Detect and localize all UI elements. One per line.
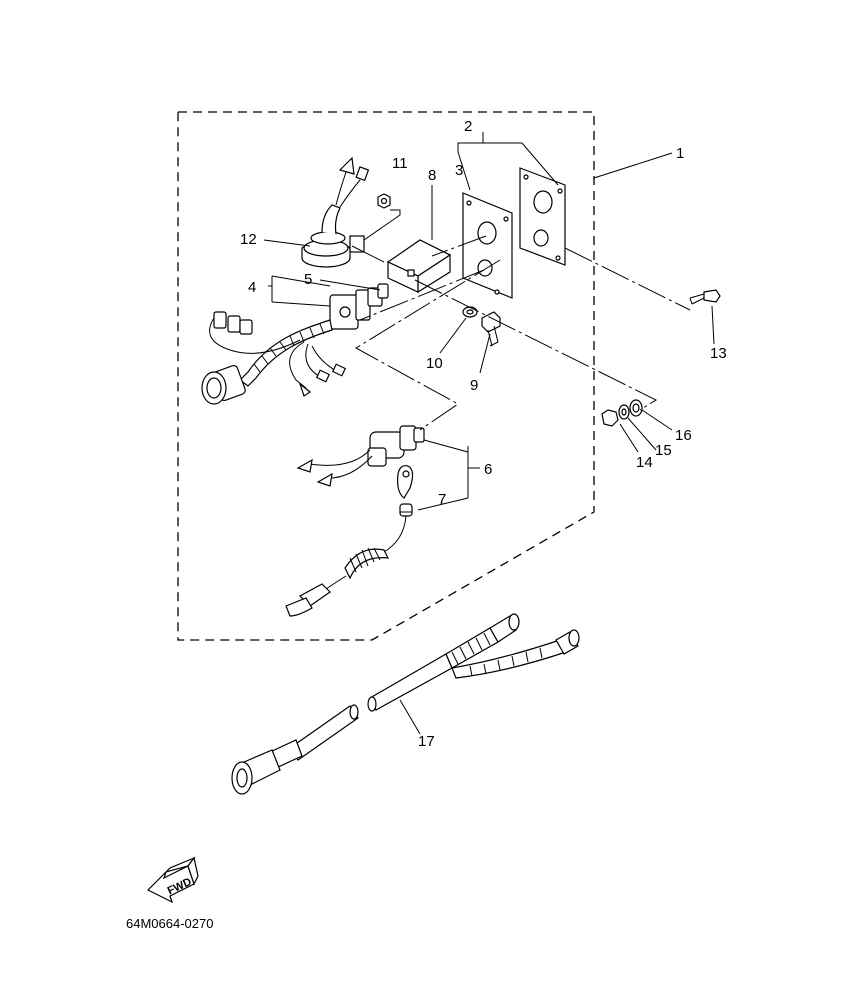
nut-11 — [377, 193, 391, 209]
label-8: 8 — [428, 167, 436, 184]
label-13: 13 — [710, 345, 727, 362]
grommet-12 — [301, 156, 370, 268]
label-4: 4 — [248, 279, 256, 296]
label-10: 10 — [426, 355, 443, 372]
bolt-9 — [481, 311, 501, 347]
bracket-8 — [386, 239, 452, 294]
label-9: 9 — [470, 377, 478, 394]
main-switch-harness-4 — [201, 283, 389, 405]
label-6: 6 — [484, 461, 492, 478]
nut-14 — [601, 409, 619, 427]
lanyard-7 — [285, 465, 414, 617]
label-16: 16 — [675, 427, 692, 444]
label-14: 14 — [636, 454, 653, 471]
stop-switch-6 — [296, 425, 425, 487]
label-17: 17 — [418, 733, 435, 750]
label-12: 12 — [240, 231, 257, 248]
assembly-boundary — [177, 111, 595, 641]
label-7: 7 — [438, 491, 446, 508]
label-3: 3 — [455, 162, 463, 179]
washer-16 — [629, 399, 643, 417]
fwd-arrow-icon: FWD — [146, 856, 199, 904]
label-15: 15 — [655, 442, 672, 459]
leader-lines — [263, 132, 715, 735]
label-2: 2 — [464, 118, 472, 135]
plate-1 — [519, 167, 566, 266]
label-5: 5 — [304, 271, 312, 288]
extension-harness-17 — [231, 613, 580, 795]
label-11: 11 — [392, 155, 408, 172]
washer-10 — [462, 306, 478, 318]
drawing-code: 64M0664-0270 — [126, 916, 213, 931]
screw-13 — [689, 289, 721, 305]
plate-3 — [462, 192, 513, 299]
label-1: 1 — [676, 145, 684, 162]
washer-15 — [618, 404, 630, 420]
